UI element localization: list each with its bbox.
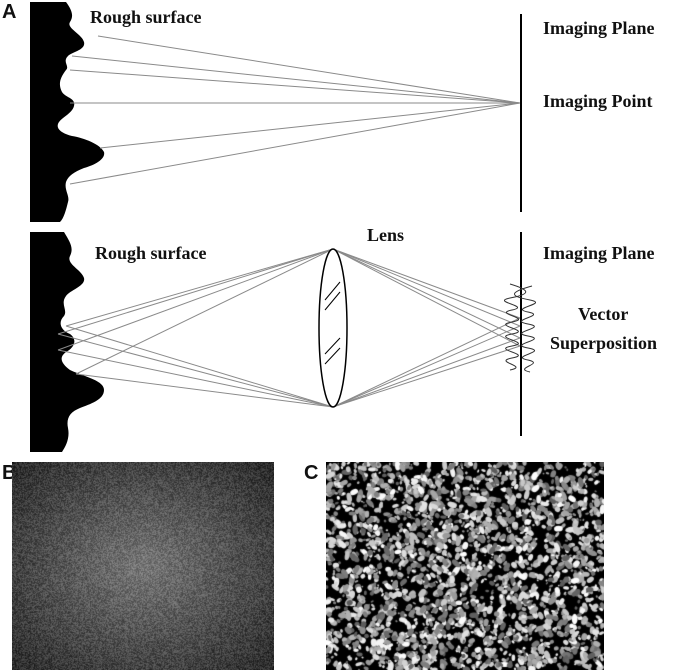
wave-superposition: [503, 283, 527, 371]
lens: [318, 248, 348, 408]
ray: [332, 325, 521, 408]
rough-surface-top: [30, 2, 105, 222]
ray: [332, 248, 521, 319]
ray: [332, 248, 521, 347]
imaging-point-label: Imaging Point: [543, 91, 653, 111]
ray: [57, 248, 334, 351]
ray: [75, 248, 334, 375]
panel-label-a: A: [2, 1, 17, 23]
hatch-mark: [324, 281, 341, 301]
ray: [65, 325, 334, 408]
speckle-image-c: [326, 462, 604, 670]
hatch-mark: [324, 291, 341, 311]
superposition-label: Superposition: [550, 333, 658, 353]
ray: [332, 337, 521, 408]
ray: [57, 333, 334, 408]
speckle-image-b: [12, 462, 274, 670]
rough-surface-bottom: [30, 232, 104, 452]
hatch-mark: [324, 337, 341, 355]
ray: [332, 317, 521, 408]
ray: [71, 55, 521, 104]
ray: [69, 102, 521, 185]
bottom-rays-out: [332, 248, 521, 408]
ray: [69, 69, 521, 104]
top-diagram: [30, 2, 522, 222]
ray: [99, 102, 521, 149]
lens-hatching: [324, 281, 341, 365]
bottom-rays-in: [57, 248, 334, 408]
ray: [57, 248, 334, 335]
optics-diagram: [30, 2, 537, 452]
ray: [65, 248, 334, 327]
rough-surface-label-top: Rough surface: [90, 7, 202, 27]
vector-label: Vector: [578, 304, 629, 324]
wave-superposition: [514, 285, 537, 373]
hatch-mark: [324, 347, 341, 365]
rough-surface-label-bottom: Rough surface: [95, 243, 207, 263]
ray: [97, 35, 521, 104]
ray: [332, 248, 521, 327]
ray: [332, 345, 521, 408]
bottom-diagram: [30, 232, 537, 452]
panel-label-c: C: [304, 462, 319, 484]
ray: [75, 373, 334, 408]
top-rays: [69, 35, 521, 185]
imaging-plane-label-top: Imaging Plane: [543, 18, 655, 38]
ray: [57, 349, 334, 408]
lens-label: Lens: [367, 225, 405, 245]
imaging-plane-label-bottom: Imaging Plane: [543, 243, 655, 263]
ray: [332, 248, 521, 339]
